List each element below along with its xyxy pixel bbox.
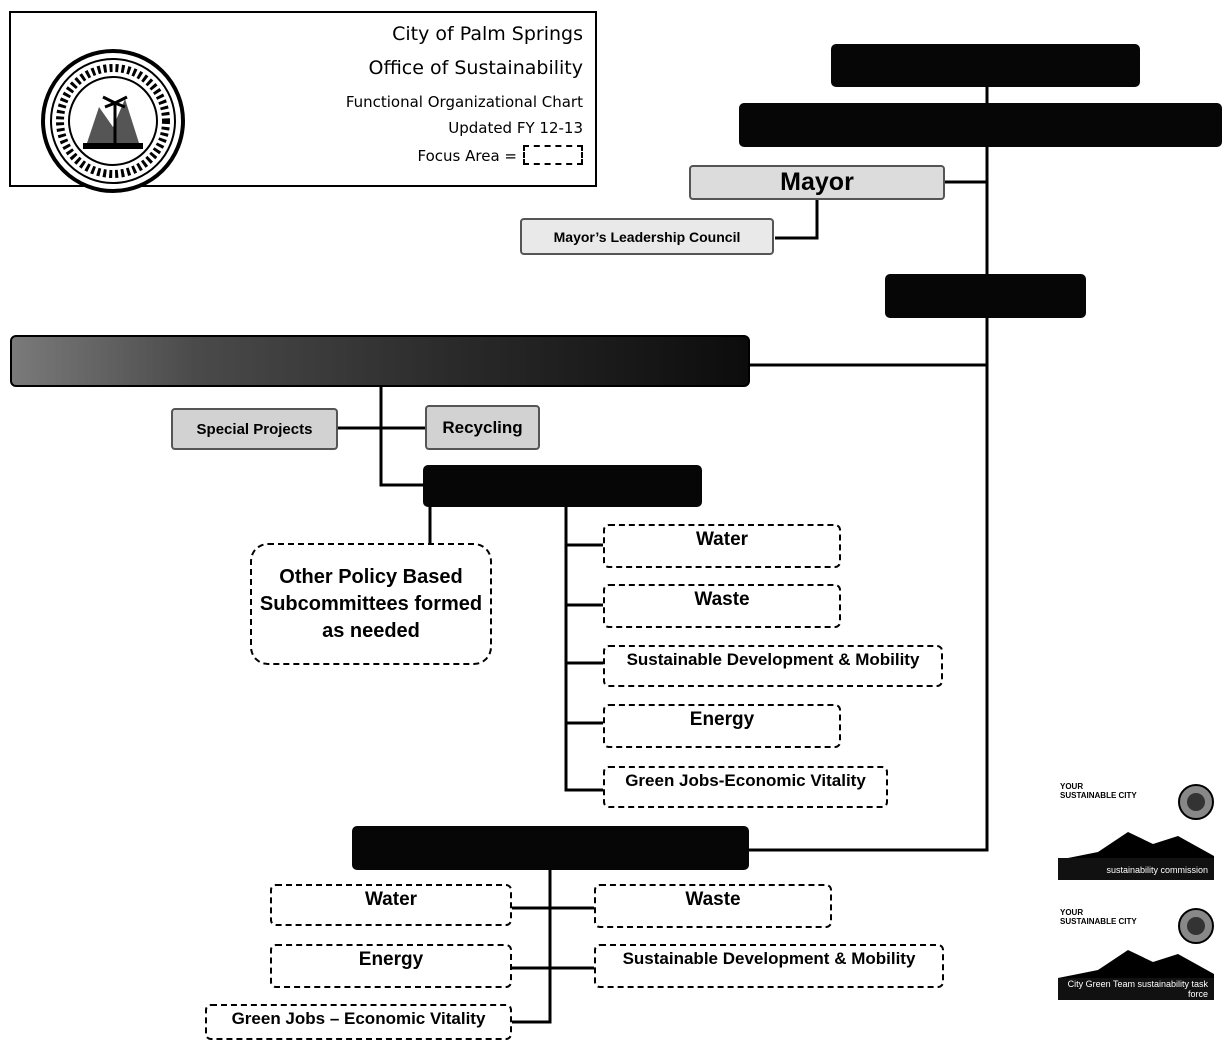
- mountain-icon: [1058, 950, 1214, 978]
- team-focus-energy: Energy: [270, 944, 512, 988]
- logo-band: sustainability commission: [1058, 858, 1214, 880]
- green-team-node: [352, 826, 749, 870]
- team-focus-development: Sustainable Development & Mobility: [594, 944, 944, 988]
- other-subcommittees-box: Other Policy Based Subcommittees formed …: [250, 543, 492, 665]
- sustainability-commission-logo: YOUR SUSTAINABLE CITY sustainability com…: [1050, 780, 1214, 880]
- focus-area-label: Focus Area =: [417, 147, 517, 165]
- team-focus-green-jobs: Green Jobs – Economic Vitality: [205, 1004, 512, 1040]
- commission-focus-water: Water: [603, 524, 841, 568]
- team-focus-water: Water: [270, 884, 512, 926]
- focus-area-sample: [523, 145, 583, 165]
- logo-title: YOUR SUSTAINABLE CITY: [1060, 782, 1137, 800]
- commission-focus-development: Sustainable Development & Mobility: [603, 645, 943, 687]
- logo-seal-icon: [1178, 784, 1214, 820]
- commission-node: [10, 335, 750, 387]
- focus-area-legend: Focus Area =: [418, 145, 583, 165]
- green-team-logo: YOUR SUSTAINABLE CITY City Green Team su…: [1050, 900, 1214, 1000]
- mayor-box: Mayor: [689, 165, 945, 200]
- logo-seal-icon: [1178, 908, 1214, 944]
- chart-header: City of Palm Springs Office of Sustainab…: [9, 11, 597, 193]
- management-node: [885, 274, 1086, 318]
- office-name: Office of Sustainability: [368, 57, 583, 79]
- commission-focus-energy: Energy: [603, 704, 841, 748]
- chart-name: Functional Organizational Chart: [345, 93, 583, 111]
- special-projects-box: Special Projects: [171, 408, 338, 450]
- logo-title: YOUR SUSTAINABLE CITY: [1060, 908, 1137, 926]
- leadership-council-box: Mayor’s Leadership Council: [520, 218, 774, 255]
- team-focus-waste: Waste: [594, 884, 832, 928]
- city-name: City of Palm Springs: [392, 23, 583, 45]
- city-seal-icon: [41, 49, 185, 193]
- recycling-box: Recycling: [425, 405, 540, 450]
- updated-label: Updated FY 12-13: [448, 119, 583, 137]
- commission-focus-waste: Waste: [603, 584, 841, 628]
- commission-focus-green-jobs: Green Jobs-Economic Vitality: [603, 766, 888, 808]
- top-node: [831, 44, 1140, 87]
- logo-band: City Green Team sustainability task forc…: [1058, 978, 1214, 1000]
- trunk-line: [748, 86, 989, 852]
- policy-node: [423, 465, 702, 507]
- mountain-icon: [1058, 832, 1214, 860]
- second-node: [739, 103, 1222, 147]
